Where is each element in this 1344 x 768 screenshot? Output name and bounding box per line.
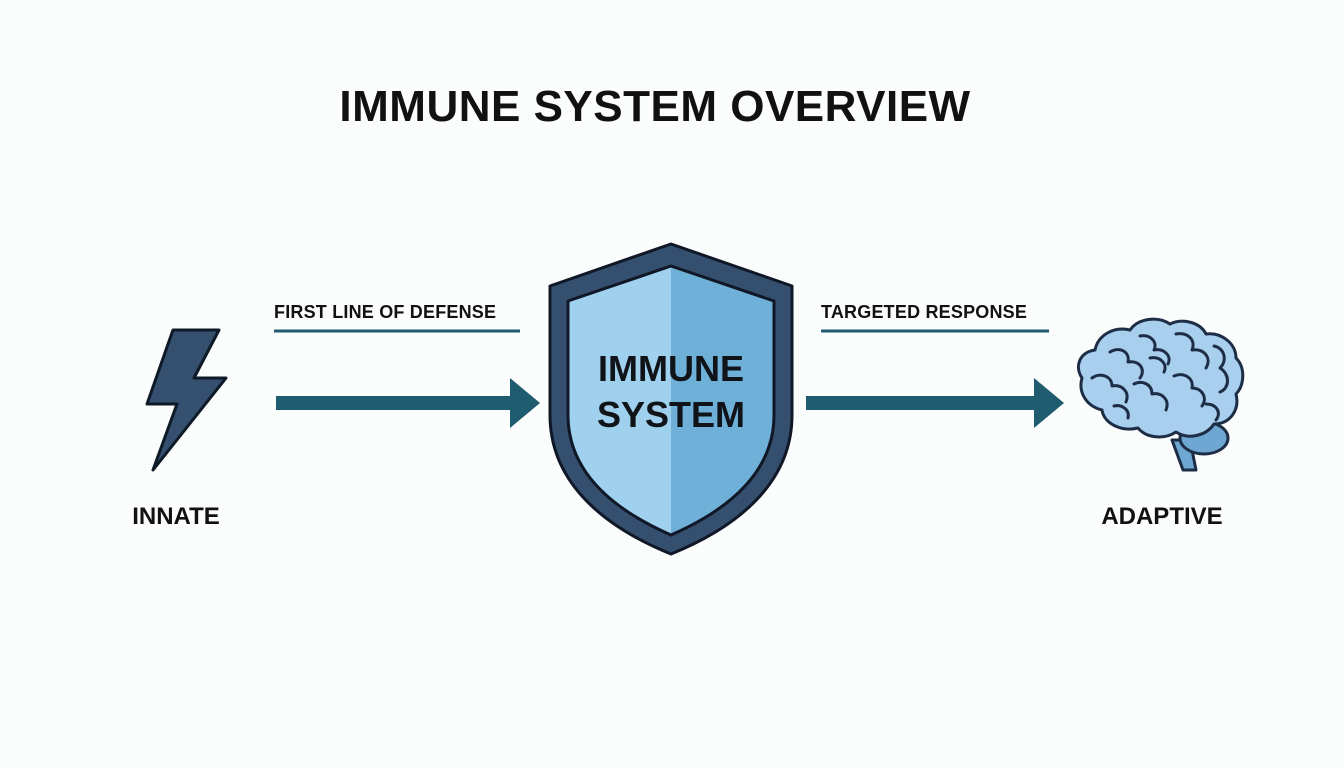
brain-icon	[1077, 317, 1245, 472]
shield-label-line1: IMMUNE	[598, 348, 744, 389]
edge-right-arrow	[806, 378, 1064, 428]
lightning-bolt-icon	[145, 328, 228, 472]
edge-left-label: FIRST LINE OF DEFENSE	[274, 302, 497, 322]
diagram-title: IMMUNE SYSTEM OVERVIEW	[339, 82, 971, 131]
edge-right-label: TARGETED RESPONSE	[821, 302, 1028, 322]
adaptive-label: ADAPTIVE	[1101, 503, 1223, 530]
shield-label-line2: SYSTEM	[596, 394, 746, 435]
edge-left-arrow	[276, 378, 540, 428]
shield-icon	[548, 242, 794, 556]
innate-label: INNATE	[132, 503, 220, 530]
